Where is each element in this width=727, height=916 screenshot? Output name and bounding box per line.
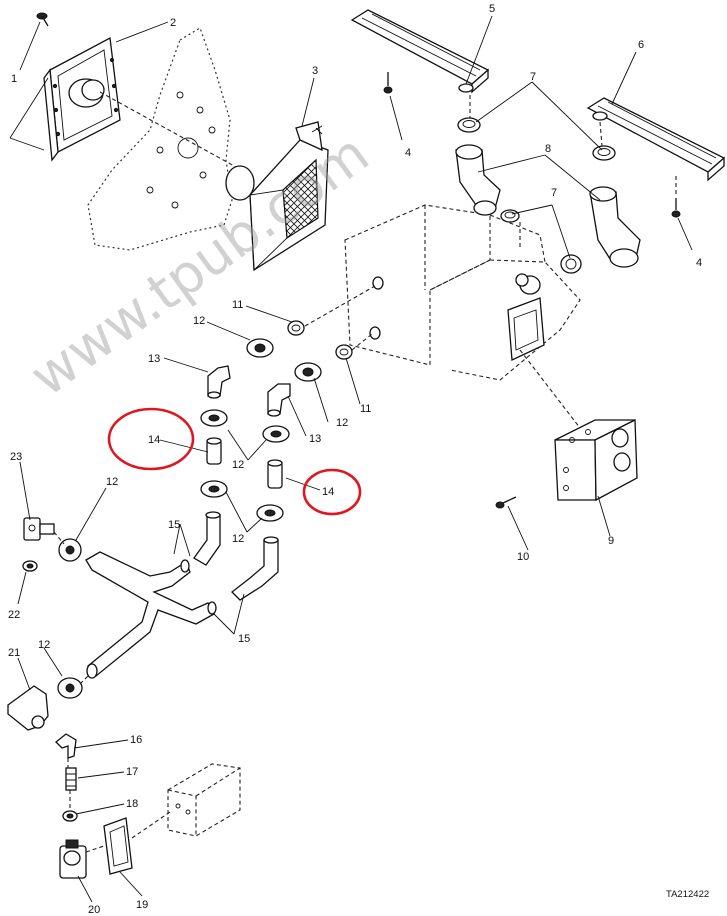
highlight-circle-left — [107, 407, 195, 471]
drawing-code: TA212422 — [666, 889, 709, 900]
callout-20: 20 — [88, 904, 100, 916]
block-center-line — [131, 811, 171, 839]
part-14-hose-right — [267, 459, 283, 489]
highlight-circle-right — [302, 468, 362, 516]
part-15-hose-upper — [193, 511, 221, 566]
part-9-center-line — [519, 349, 581, 429]
callout-12-c: 12 — [232, 459, 244, 471]
part-12-clamp-b — [294, 362, 322, 382]
callout-13-right: 13 — [309, 433, 321, 445]
callout-11-lower: 11 — [360, 403, 371, 415]
part-5-nozzle — [350, 9, 490, 94]
part-7-clamp-lower-right — [560, 254, 582, 274]
callout-7-upper: 7 — [530, 71, 536, 83]
part-12-clamp-a — [246, 338, 274, 358]
part-20-valve-body — [59, 839, 87, 879]
callout-7-lower: 7 — [551, 187, 557, 199]
leader-lines — [9, 15, 693, 903]
part-7-clamp-upper-right — [592, 145, 616, 161]
callout-8: 8 — [545, 143, 551, 155]
callout-22: 22 — [8, 609, 20, 621]
part-11-grommet-lower — [335, 344, 353, 360]
callout-12-a: 12 — [193, 315, 205, 327]
part-22-nut — [22, 560, 38, 572]
callout-13-left: 13 — [148, 353, 160, 365]
part-9-manifold-block — [554, 418, 638, 502]
part-23-valve — [23, 517, 55, 541]
part-4-screw-right — [671, 198, 681, 218]
part-15-main-hose — [85, 551, 217, 679]
part-11-grommet-upper — [287, 320, 305, 336]
callout-12-f: 12 — [38, 639, 50, 651]
part-16-elbow — [55, 733, 77, 759]
box-bracket — [507, 273, 545, 361]
part-12-clamp-c — [200, 409, 228, 427]
heater-box-outline — [344, 204, 581, 381]
part-18-nut — [62, 810, 78, 822]
valve-center-line — [53, 531, 65, 545]
callout-19: 19 — [136, 899, 148, 911]
callout-11-upper: 11 — [232, 299, 243, 311]
part-13-elbow-right — [267, 383, 291, 417]
part-4-screw-left — [383, 72, 393, 94]
callout-12-b: 12 — [336, 417, 348, 429]
part-21-drain-fitting — [7, 685, 49, 731]
callout-15-upper: 15 — [168, 519, 180, 531]
part-12-clamp-f — [256, 504, 284, 522]
callout-4-right: 4 — [696, 257, 702, 269]
callout-1: 1 — [11, 73, 17, 85]
callout-12-d: 12 — [232, 533, 244, 545]
part-10-screw — [495, 496, 517, 509]
part-12-clamp-e — [200, 480, 228, 498]
bulkhead-outline — [87, 27, 233, 251]
part-14-hose-left — [206, 437, 222, 465]
callout-6: 6 — [638, 39, 644, 51]
callout-18: 18 — [126, 798, 138, 810]
watermark-text: www.tpub.com — [19, 122, 381, 409]
bulkhead-holes — [146, 91, 216, 209]
part-15-hose-lower — [231, 536, 279, 601]
part-8-hose-left — [455, 144, 501, 216]
part-12-clamp-g — [58, 538, 82, 562]
fitting-center-line-b — [351, 333, 373, 351]
callout-14-left: 14 — [148, 434, 160, 446]
hose-center-line-right — [599, 121, 603, 147]
callout-5: 5 — [489, 3, 495, 15]
callout-17: 17 — [126, 766, 138, 778]
callout-23: 23 — [10, 451, 22, 463]
callout-10: 10 — [517, 551, 529, 563]
callout-9: 9 — [608, 535, 614, 547]
callout-3: 3 — [312, 65, 318, 77]
part-12-clamp-h — [57, 677, 83, 699]
part-2-mounting-plate — [43, 36, 121, 162]
bracket-center-line — [85, 845, 105, 853]
part-3-grille-housing — [225, 121, 329, 272]
callout-15-lower: 15 — [238, 633, 250, 645]
callout-labels: 1 2 3 4 4 5 6 7 7 8 9 10 11 11 12 12 12 … — [8, 3, 702, 916]
part-6-nozzle — [586, 97, 726, 182]
callout-2: 2 — [170, 17, 176, 29]
callout-4-left: 4 — [405, 147, 411, 159]
drain-center-line — [79, 675, 89, 685]
part-13-elbow-left — [207, 365, 231, 399]
part-8-hose-right — [589, 186, 641, 268]
part-17-nipple — [65, 767, 77, 791]
callout-16: 16 — [130, 734, 142, 746]
fitting-center-line-a — [304, 285, 376, 327]
part-7-clamp-lower-left — [500, 209, 520, 223]
callout-21: 21 — [8, 647, 20, 659]
dashed-block — [167, 763, 241, 837]
callout-12-e: 12 — [106, 476, 118, 488]
part-12-clamp-d — [262, 425, 290, 443]
callout-14-right: 14 — [322, 486, 334, 498]
part-7-clamp-upper-left — [457, 117, 481, 133]
part-1-screw — [36, 12, 49, 27]
part-19-bracket — [103, 817, 133, 875]
